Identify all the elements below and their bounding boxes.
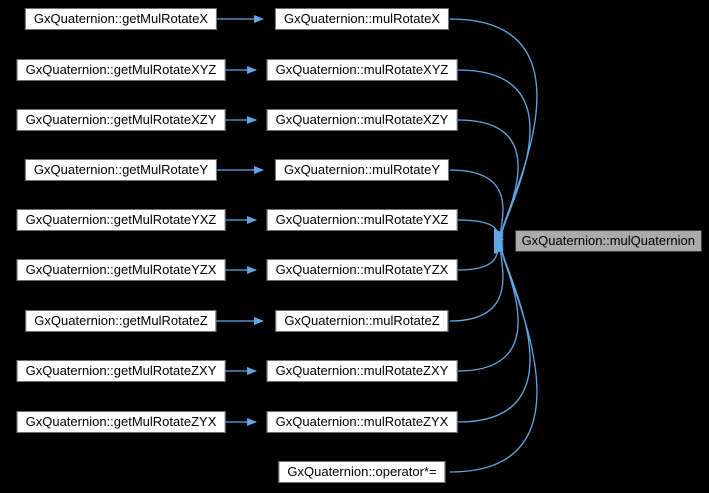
node-mul-rotate-z[interactable]: GxQuaternion::mulRotateZ [275, 310, 449, 332]
edge-mulrotatexyz-mulquaternion [457, 69, 531, 239]
node-get-mul-rotate-z[interactable]: GxQuaternion::getMulRotateZ [25, 310, 217, 332]
edge-operator-mul-assign-mulquaternion [449, 246, 538, 473]
node-mul-rotate-zyx[interactable]: GxQuaternion::mulRotateZYX [266, 411, 458, 433]
node-operator-mul-assign[interactable]: GxQuaternion::operator*= [278, 461, 446, 483]
node-mul-rotate-zxy[interactable]: GxQuaternion::mulRotateZXY [266, 360, 458, 382]
node-mul-rotate-y[interactable]: GxQuaternion::mulRotateY [274, 159, 450, 181]
edge-mulrotatexzy-mulquaternion [457, 119, 519, 241]
node-mul-rotate-yxz[interactable]: GxQuaternion::mulRotateYXZ [266, 209, 458, 231]
node-mul-rotate-x[interactable]: GxQuaternion::mulRotateX [274, 8, 450, 30]
node-get-mul-rotate-zxy[interactable]: GxQuaternion::getMulRotateZXY [16, 360, 226, 382]
edge-mulrotateyzx-mulquaternion [457, 238, 504, 271]
node-get-mul-rotate-x[interactable]: GxQuaternion::getMulRotateX [24, 8, 218, 30]
edge-mulrotatezyx-mulquaternion [457, 244, 531, 423]
node-get-mul-rotate-xyz[interactable]: GxQuaternion::getMulRotateXYZ [16, 59, 226, 81]
node-get-mul-rotate-y[interactable]: GxQuaternion::getMulRotateY [24, 159, 218, 181]
node-mul-rotate-yzx[interactable]: GxQuaternion::mulRotateYZX [266, 259, 458, 281]
node-get-mul-rotate-yxz[interactable]: GxQuaternion::getMulRotateYXZ [16, 209, 226, 231]
node-get-mul-rotate-zyx[interactable]: GxQuaternion::getMulRotateZYX [16, 411, 226, 433]
node-mul-rotate-xyz[interactable]: GxQuaternion::mulRotateXYZ [266, 59, 458, 81]
node-get-mul-rotate-yzx[interactable]: GxQuaternion::getMulRotateYZX [16, 259, 226, 281]
edge-mulrotateyxz-mulquaternion [457, 219, 504, 244]
node-mul-quaternion: GxQuaternion::mulQuaternion [514, 230, 702, 252]
node-mul-rotate-xzy[interactable]: GxQuaternion::mulRotateXZY [266, 109, 458, 131]
edge-mulrotatez-mulquaternion [449, 240, 504, 322]
node-get-mul-rotate-xzy[interactable]: GxQuaternion::getMulRotateXZY [16, 109, 226, 131]
